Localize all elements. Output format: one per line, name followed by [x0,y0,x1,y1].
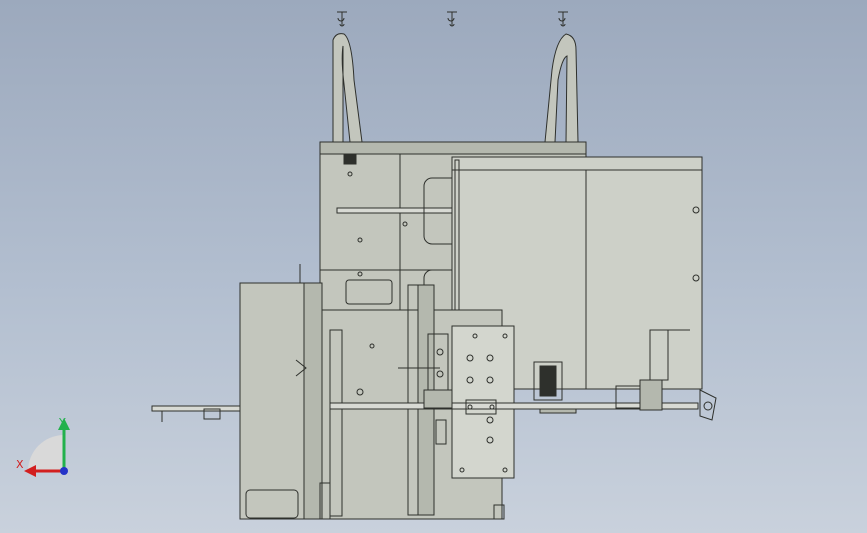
lifting-hook-right [558,11,568,27]
x-axis-label: X [16,458,24,471]
cable-arch-right [544,33,579,143]
actuator-block [533,361,563,401]
left-gearbox [423,333,453,445]
lifting-hook-middle [447,11,457,27]
z-axis-dot [60,467,68,475]
x-axis-arrowhead [24,465,36,477]
y-axis-label: Y [58,416,66,429]
y-axis-arrowhead [58,418,70,430]
rail-clamp [465,399,497,415]
horizontal-rail [151,402,699,422]
motor-assembly [615,329,717,421]
carriage-plate [451,325,515,479]
triad-origin-quadrant [28,435,64,471]
coordinate-triad: Y X [16,416,70,477]
lifting-hook-left [337,11,347,27]
lower-left-frame [239,264,323,520]
cable-arch-left [332,33,363,143]
